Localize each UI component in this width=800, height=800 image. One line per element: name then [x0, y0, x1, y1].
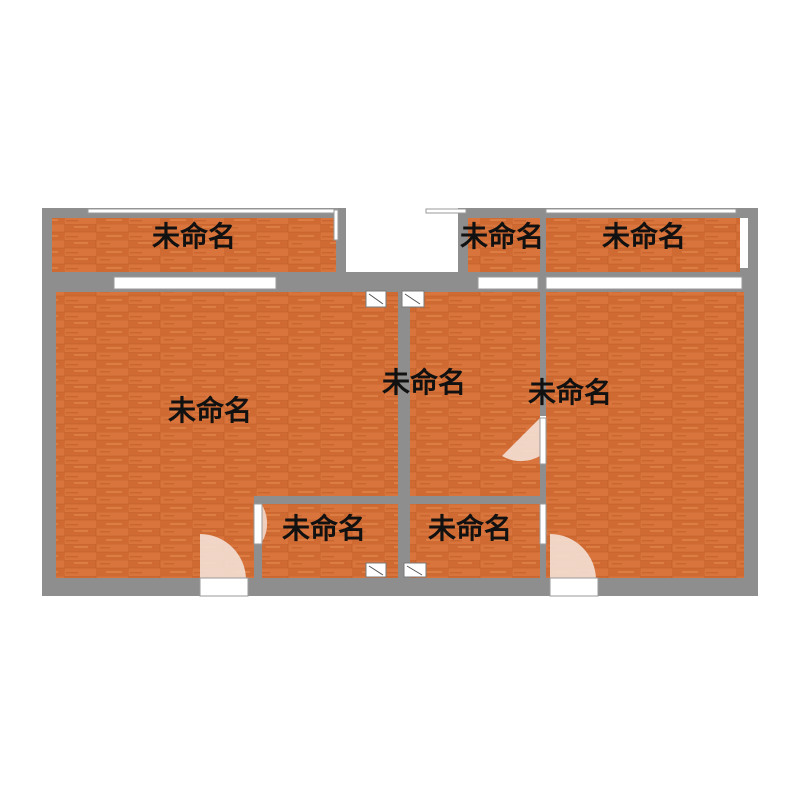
label-living-room: 未命名 [168, 394, 252, 427]
fixture-icon [403, 562, 427, 578]
room-right-room [546, 292, 744, 578]
floors [52, 218, 744, 578]
room-bath-right [410, 504, 540, 578]
label-right-room: 未命名 [528, 376, 612, 409]
door-icon [200, 534, 246, 580]
fixtures [365, 290, 427, 578]
label-balcony-right: 未命名 [602, 220, 686, 253]
room-balcony-right [546, 218, 740, 272]
room-labels: 未命名 未命名 未命名 未命名 未命名 未命名 未命名 未命名 [152, 220, 686, 545]
windows [87, 208, 743, 290]
doors [199, 417, 599, 597]
door-icon [502, 418, 540, 462]
interior-walls [254, 212, 546, 596]
label-middle-room: 未命名 [382, 366, 466, 399]
door-icon [262, 505, 268, 542]
door-icon [550, 534, 596, 580]
room-middle-room [410, 292, 540, 496]
label-bath-right: 未命名 [428, 512, 512, 545]
room-balcony-mid [468, 218, 540, 272]
label-bath-left: 未命名 [282, 512, 366, 545]
room-balcony-left [52, 218, 336, 272]
label-balcony-left: 未命名 [152, 220, 236, 253]
label-balcony-mid: 未命名 [460, 220, 544, 253]
